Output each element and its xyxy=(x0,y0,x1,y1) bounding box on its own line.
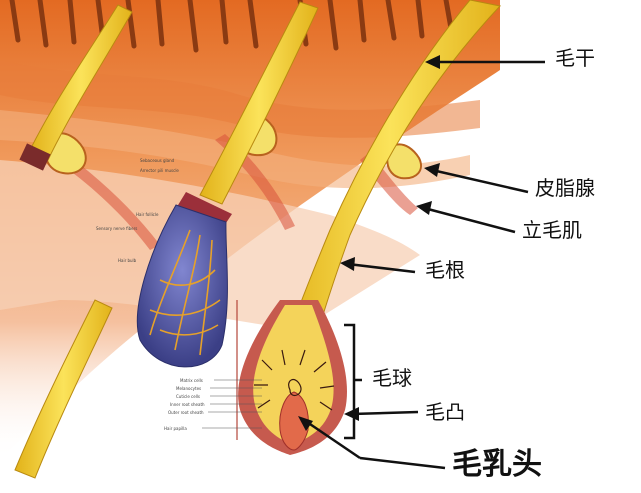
small-label-matrix: Matrix cells xyxy=(180,378,203,383)
small-label-melano: Melanocytes xyxy=(176,386,201,391)
hair-main xyxy=(236,0,501,455)
small-label-bulb: Hair bulb xyxy=(118,258,137,263)
small-label-papilla: Hair papilla xyxy=(164,426,187,431)
small-label-cuticle: Cuticle cells xyxy=(176,394,200,399)
label-arrector-pili: 立毛肌 xyxy=(522,218,582,242)
hair-bottom-left xyxy=(14,299,113,479)
small-labels: Sebaceous gland Arrector pili muscle Hai… xyxy=(96,158,262,431)
small-label-follicle: Hair follicle xyxy=(136,212,159,217)
label-sebaceous-gland: 皮脂腺 xyxy=(535,176,595,200)
label-dermal-papilla: 毛凸 xyxy=(425,400,465,424)
label-hair-bulb: 毛球 xyxy=(372,366,412,390)
label-hair-root: 毛根 xyxy=(425,258,465,282)
hair-middle xyxy=(136,1,319,368)
label-hair-papilla: 毛乳头 xyxy=(452,447,542,482)
hair-left xyxy=(19,4,133,171)
small-label-outer: Outer root sheath xyxy=(168,410,204,415)
small-label-nerve: Sensory nerve fibers xyxy=(96,226,137,231)
label-hair-shaft: 毛干 xyxy=(555,46,595,70)
small-label-sebaceous: Sebaceous gland xyxy=(140,158,175,163)
bulb-bracket xyxy=(344,323,362,440)
small-label-inner: Inner root sheath xyxy=(170,402,205,407)
small-label-arrector: Arrector pili muscle xyxy=(140,168,179,173)
